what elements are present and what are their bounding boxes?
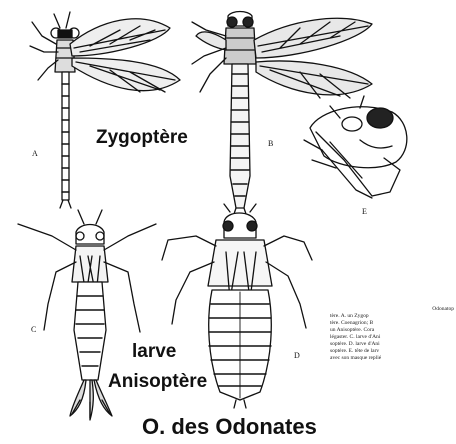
anisoptera-label: Anisoptère (108, 372, 207, 391)
caption-line: soptère. E. tête de larv (330, 348, 454, 355)
zygoptera-adult-drawing (30, 12, 180, 208)
caption-line: soptère. D. larve d'Ani (330, 341, 454, 348)
caption-line: Odonatop (330, 306, 454, 313)
panel-label-b: B (268, 140, 273, 148)
larva-label: larve (132, 342, 176, 361)
figure-title: O. des Odonates (142, 416, 317, 438)
caption-line: avec son masque replié (330, 355, 454, 362)
panel-label-a: A (32, 150, 38, 158)
caption-line: légaster. C. larve d'Ani (330, 334, 454, 341)
figure-caption: Odonatop tère. A. un Zygop tère. Coenagr… (330, 306, 454, 362)
panel-label-d: D (294, 352, 300, 360)
caption-line: un Anisoptère. Cora (330, 327, 454, 334)
caption-line: tère. A. un Zygop (330, 313, 454, 320)
larval-head-mask-drawing (304, 96, 407, 198)
caption-line: tère. Coenagrion; B (330, 320, 454, 327)
panel-label-e: E (362, 208, 367, 216)
zygoptera-label: Zygoptère (96, 128, 188, 147)
panel-label-c: C (31, 326, 36, 334)
